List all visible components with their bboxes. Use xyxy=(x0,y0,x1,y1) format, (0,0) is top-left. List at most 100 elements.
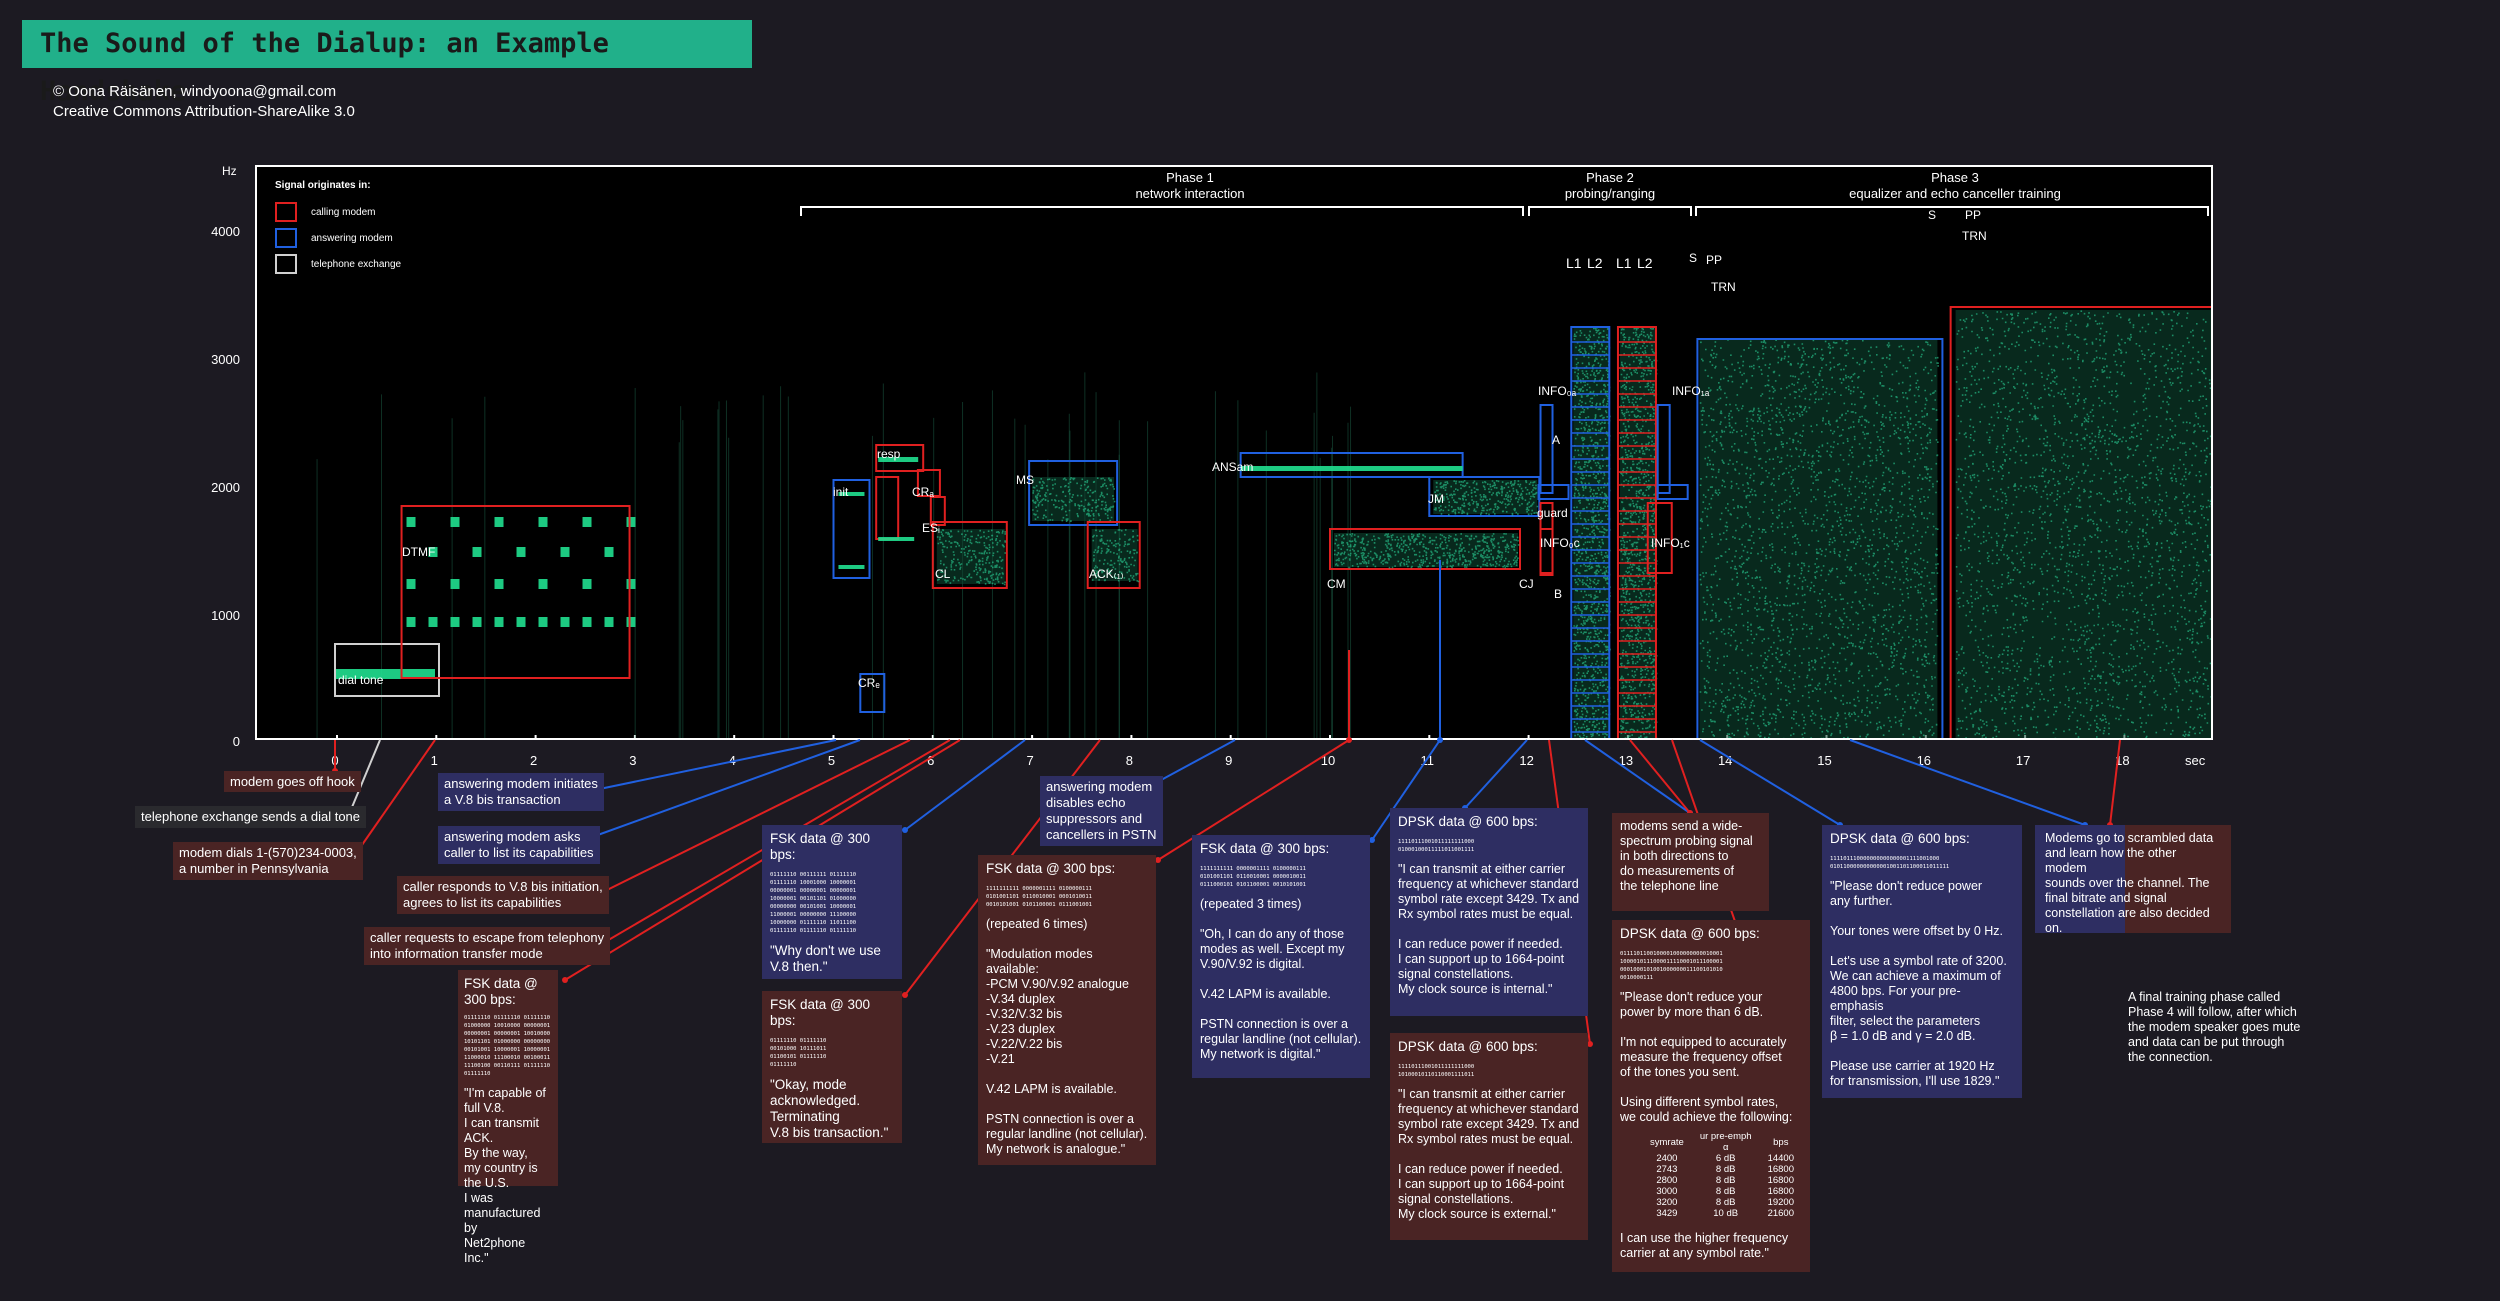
x-tick: 1 xyxy=(430,753,438,768)
legend-swatch xyxy=(275,254,297,274)
table-cell: 19200 xyxy=(1767,1197,1794,1208)
resp-low-frame xyxy=(875,476,900,540)
legend-label: answering modem xyxy=(311,232,393,244)
legend: Signal originates in: calling modem answ… xyxy=(275,180,401,277)
x-tick: 7 xyxy=(1026,753,1034,768)
cl-noise xyxy=(936,529,1007,586)
signal-label: INFO₀ₐ xyxy=(1538,384,1577,398)
box-dpsk1: DPSK data @ 600 bps: 1111011100101111111… xyxy=(1390,808,1588,1016)
dtmf-tone xyxy=(538,617,548,627)
signal-label: CRₑ xyxy=(858,676,880,690)
x-tick: 17 xyxy=(2015,753,2031,768)
x-tick: 18 xyxy=(2115,753,2130,768)
probe-answer-noise xyxy=(1619,327,1658,738)
box-bits: 1111111111 0000001111 0100000111 0101001… xyxy=(986,886,1092,908)
x-tick: 12 xyxy=(1519,753,1534,768)
y-tick: 3000 xyxy=(211,352,240,367)
probe-calling-noise xyxy=(1573,327,1611,738)
y-tick: 0 xyxy=(232,734,240,749)
table-header: ur pre-emph α xyxy=(1699,1131,1752,1153)
dtmf-tone xyxy=(516,547,526,557)
table-cell: 16800 xyxy=(1767,1186,1794,1197)
ack-noise-bg xyxy=(1091,529,1138,581)
y-tick: 1000 xyxy=(211,608,240,623)
signal-label: guard xyxy=(1537,506,1568,520)
box-fsk5: FSK data @ 300 bps: 1111111111 000000111… xyxy=(1192,835,1370,1078)
box-fsk2: FSK data @ 300 bps: 01111110 00111111 01… xyxy=(762,825,902,979)
box-bits: 01111110 00111111 01111110 01111110 1000… xyxy=(770,872,857,934)
box-dpsk2: DPSK data @ 600 bps: 1111011100101111111… xyxy=(1390,1033,1588,1240)
trn-answer-noise xyxy=(1699,339,1939,738)
table-cell: 8 dB xyxy=(1715,1164,1736,1175)
tag-dial-tone: telephone exchange sends a dial tone xyxy=(135,806,367,828)
cl-frame xyxy=(931,521,1008,589)
table-cell: 8 dB xyxy=(1715,1197,1736,1208)
box-bits: 0111101100100001000000000010001 10000101… xyxy=(1620,951,1723,981)
box-text: I can use the higher frequency carrier a… xyxy=(1620,1231,1789,1260)
box-heading: DPSK data @ 600 bps: xyxy=(1830,831,1970,846)
dtmf-tone xyxy=(604,547,614,557)
x-tick: 6 xyxy=(927,753,935,768)
y-tick: 2000 xyxy=(211,480,240,495)
box-fsk3: FSK data @ 300 bps: 01111110 01111110 00… xyxy=(762,991,902,1143)
phase-name: Phase 3 xyxy=(1931,170,1979,185)
x-axis-unit: sec xyxy=(2185,753,2206,768)
phase-3-bracket xyxy=(1695,206,2209,216)
signal-label: init xyxy=(833,485,849,499)
tag-v8-init: answering modem initiates a V.8 bis tran… xyxy=(438,773,604,811)
trn-answer-frame xyxy=(1696,338,1944,738)
table-cell: 2743 xyxy=(1656,1164,1678,1175)
es-frame xyxy=(929,496,946,526)
dtmf-tone xyxy=(494,517,504,527)
ansam-frame xyxy=(1239,452,1464,478)
box-text: (repeated 3 times) "Oh, I can do any of … xyxy=(1200,897,1362,1061)
table-cell: 21600 xyxy=(1767,1208,1794,1219)
l1l2-call-frame xyxy=(1616,326,1657,738)
x-tick: 5 xyxy=(827,753,836,768)
table-cell: 3000 xyxy=(1656,1186,1678,1197)
dtmf-tone xyxy=(406,517,416,527)
signal-label: L1 xyxy=(1616,255,1632,271)
box-heading: FSK data @ 300 bps: xyxy=(986,861,1116,876)
trn-call-frame xyxy=(1949,306,2211,738)
dtmf-tone xyxy=(406,579,416,589)
cre-frame xyxy=(859,673,886,713)
box-heading: FSK data @ 300 bps: xyxy=(770,997,871,1028)
tag-caller-resp: caller responds to V.8 bis initiation, a… xyxy=(397,876,609,914)
table-cell: 8 dB xyxy=(1715,1186,1736,1197)
guard-frame xyxy=(1537,484,1570,500)
x-tick: 3 xyxy=(629,753,637,768)
signal-label: B xyxy=(1554,587,1563,601)
probe-calling-noise-speckle xyxy=(1573,327,1611,738)
legend-swatch xyxy=(275,202,297,222)
x-tick: 15 xyxy=(1817,753,1832,768)
box-bits: 11110111001011111111000 0100010001111101… xyxy=(1398,839,1475,853)
table-header: symrate xyxy=(1650,1136,1684,1148)
legend-label: calling modem xyxy=(311,206,376,218)
conn-probe-a xyxy=(1584,739,1691,814)
credit: © Oona Räisänen, windyoona@gmail.com Cre… xyxy=(53,82,355,122)
conn-dpsk1 xyxy=(1464,739,1528,809)
phase-2-bracket xyxy=(1528,206,1692,216)
init-tone xyxy=(838,492,865,496)
resp-tone xyxy=(878,537,915,541)
dtmf-tone xyxy=(560,617,570,627)
box-bits: 01111110 01111110 00101000 10111011 0110… xyxy=(770,1038,827,1068)
signal-label: CRₐ xyxy=(912,485,934,499)
legend-heading: Signal originates in: xyxy=(275,180,371,191)
signal-label: TRN xyxy=(1962,229,1987,243)
ack-noise-speckle xyxy=(1091,529,1140,583)
phase-desc: network interaction xyxy=(1135,186,1245,201)
box-text: Modems go to scrambled data and learn ho… xyxy=(2045,831,2214,935)
signal-label: CL xyxy=(935,567,951,581)
legend-item-exchange: telephone exchange xyxy=(275,251,401,277)
dial-tone-band xyxy=(335,669,435,679)
signal-label: A xyxy=(1552,433,1561,447)
init-tone xyxy=(838,565,865,569)
tag-v8-ask: answering modem asks caller to list its … xyxy=(438,826,600,864)
ansam-tone xyxy=(1240,466,1463,471)
box-text: "Okay, mode acknowledged. Terminating V.… xyxy=(770,1077,889,1140)
